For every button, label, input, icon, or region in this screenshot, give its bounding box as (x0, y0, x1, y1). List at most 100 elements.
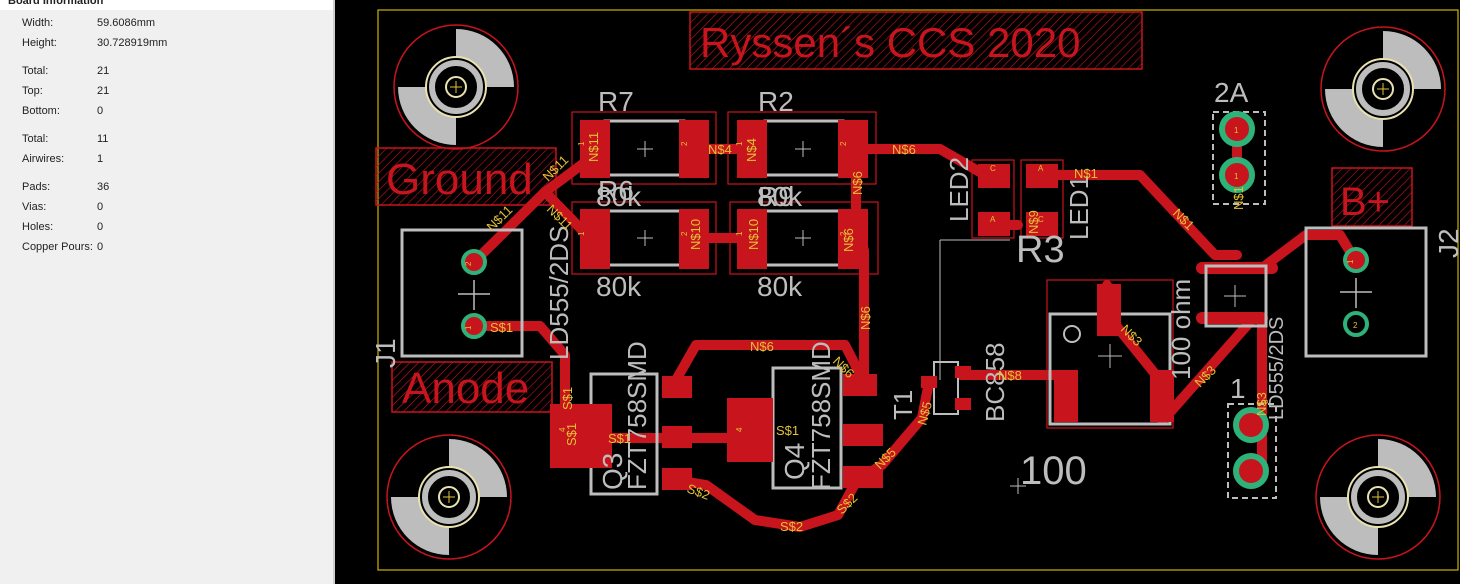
pad-number: 1 (735, 141, 744, 146)
led1-pad-a[interactable] (1026, 164, 1058, 188)
q4-pad-2[interactable] (843, 424, 883, 446)
r9-pad-2[interactable] (838, 209, 868, 269)
mounting-hole-top-left[interactable] (394, 25, 518, 149)
q3-pad-2[interactable] (662, 426, 692, 448)
led1-name[interactable]: LED1 (1064, 175, 1094, 240)
net-label: S$1 (560, 387, 575, 410)
info-label: Holes: (22, 221, 54, 233)
header-1-name[interactable]: 1 (1230, 373, 1246, 404)
r2-body (763, 119, 845, 177)
anode-label[interactable]: Anode (402, 364, 529, 413)
r7-pad-1[interactable] (580, 120, 610, 178)
pad-number: 2 (680, 231, 689, 236)
q3-name[interactable]: Q3 (597, 453, 628, 490)
led1-a-label: A (1038, 164, 1044, 173)
title-frame (689, 11, 1143, 70)
mounting-hole-bottom-right[interactable] (1316, 435, 1440, 559)
r9-name[interactable]: R9 (758, 181, 794, 212)
q3-pad-3[interactable] (662, 468, 692, 490)
q4-pad-3[interactable] (843, 466, 883, 488)
t1-pad-3[interactable] (955, 398, 971, 410)
panel-splitter[interactable] (333, 0, 335, 584)
info-row-pads: Pads:36 (22, 181, 109, 193)
header-1-pad-2[interactable] (1233, 453, 1269, 489)
r6-name[interactable]: R6 (598, 175, 634, 206)
j2-pad-2[interactable] (1343, 311, 1369, 337)
j1-outline (400, 228, 524, 358)
ground-label[interactable]: Ground (386, 155, 533, 204)
pad-number: 1 (1346, 259, 1355, 264)
j2-pad-1[interactable] (1343, 247, 1369, 273)
net-label: N$1 (1231, 186, 1246, 210)
board-title[interactable]: Ryssen´s CCS 2020 (700, 19, 1080, 66)
q4-tab-pad[interactable] (727, 398, 773, 462)
led2-pad-a[interactable] (978, 212, 1010, 236)
led1-pad-c[interactable] (1026, 212, 1058, 236)
r7-pad-2[interactable] (679, 120, 709, 178)
r3-pad-3[interactable] (1150, 370, 1174, 422)
r9-pad-1[interactable] (737, 209, 767, 269)
led2-c-label: C (990, 164, 996, 173)
r3-name[interactable]: R3 (1016, 229, 1065, 271)
pad-number: 4 (735, 427, 744, 432)
net-label: N$11 (586, 132, 601, 162)
j1-pad-2[interactable] (461, 249, 487, 275)
bplus-label[interactable]: B+ (1340, 180, 1390, 224)
t1-name[interactable]: T1 (888, 390, 918, 420)
pad-number: 1 (735, 231, 744, 236)
info-label: Height: (22, 37, 57, 49)
q4-pad-1[interactable] (843, 374, 877, 396)
panel-title: Board Information (0, 0, 333, 10)
q3-part: FZT758SMD (622, 341, 652, 490)
net-label: S$2 (685, 481, 712, 503)
pcb-canvas[interactable]: Ryssen´s CCS 2020 Ground Anode B+ R (335, 0, 1460, 584)
j2-outline (1304, 226, 1428, 358)
pad-number: 1 (1234, 172, 1239, 181)
net-label: N$6 (841, 228, 856, 252)
mounting-hole-bottom-left[interactable] (387, 435, 511, 559)
r2-pad-1[interactable] (737, 120, 767, 178)
r2-pad-2[interactable] (838, 120, 868, 178)
led2-name[interactable]: LED2 (944, 157, 974, 222)
q3-pad-1[interactable] (662, 376, 692, 398)
header-1-pad-1[interactable] (1233, 407, 1269, 443)
header-2a-name[interactable]: 2A (1214, 77, 1249, 108)
t1-pad-1[interactable] (921, 376, 937, 388)
net-label: N$6 (750, 339, 774, 354)
pad-number: 2 (464, 261, 473, 266)
net-label: N$4 (708, 142, 732, 157)
header-2a-pad-1[interactable] (1219, 111, 1255, 147)
mounting-hole-top-right[interactable] (1321, 27, 1445, 151)
r7-name[interactable]: R7 (598, 86, 634, 117)
header-2a-pad-2[interactable] (1219, 157, 1255, 193)
net-label: N$10 (746, 219, 761, 250)
info-row-copper-pours: Copper Pours:0 (22, 241, 103, 253)
r1-outline (1204, 264, 1268, 328)
r3-pad-1[interactable] (1097, 284, 1121, 336)
pad-number: 3 (1261, 399, 1270, 404)
info-row-total-signals: Total:11 (22, 133, 108, 145)
net-label: S$1 (608, 431, 631, 446)
j1-pad-1[interactable] (461, 313, 487, 339)
q3-tab-pad[interactable] (550, 404, 612, 468)
r7-value: 80k (596, 181, 642, 212)
info-label: Pads: (22, 181, 51, 193)
q4-name[interactable]: Q4 (779, 443, 810, 480)
r3-pad-2[interactable] (1054, 370, 1078, 422)
info-label: Airwires: (22, 153, 65, 165)
info-label: Copper Pours: (22, 241, 93, 253)
led2-a-label: A (990, 215, 996, 224)
r3-value: 100 ohm (1166, 279, 1196, 380)
led2-pad-c[interactable] (978, 164, 1010, 188)
info-label: Total: (22, 65, 49, 77)
pad-number: 2 (839, 141, 848, 146)
r2-name[interactable]: R2 (758, 86, 794, 117)
r6-pad-2[interactable] (679, 209, 709, 269)
info-value: 59.6086mm (97, 17, 156, 29)
j2-name[interactable]: J2 (1433, 228, 1460, 258)
r6-pad-1[interactable] (580, 209, 610, 269)
net-label: N$1 (1074, 166, 1098, 181)
r3-adjust-icon[interactable] (1063, 325, 1081, 343)
j1-name[interactable]: J1 (370, 338, 401, 368)
t1-pad-2[interactable] (955, 366, 971, 378)
